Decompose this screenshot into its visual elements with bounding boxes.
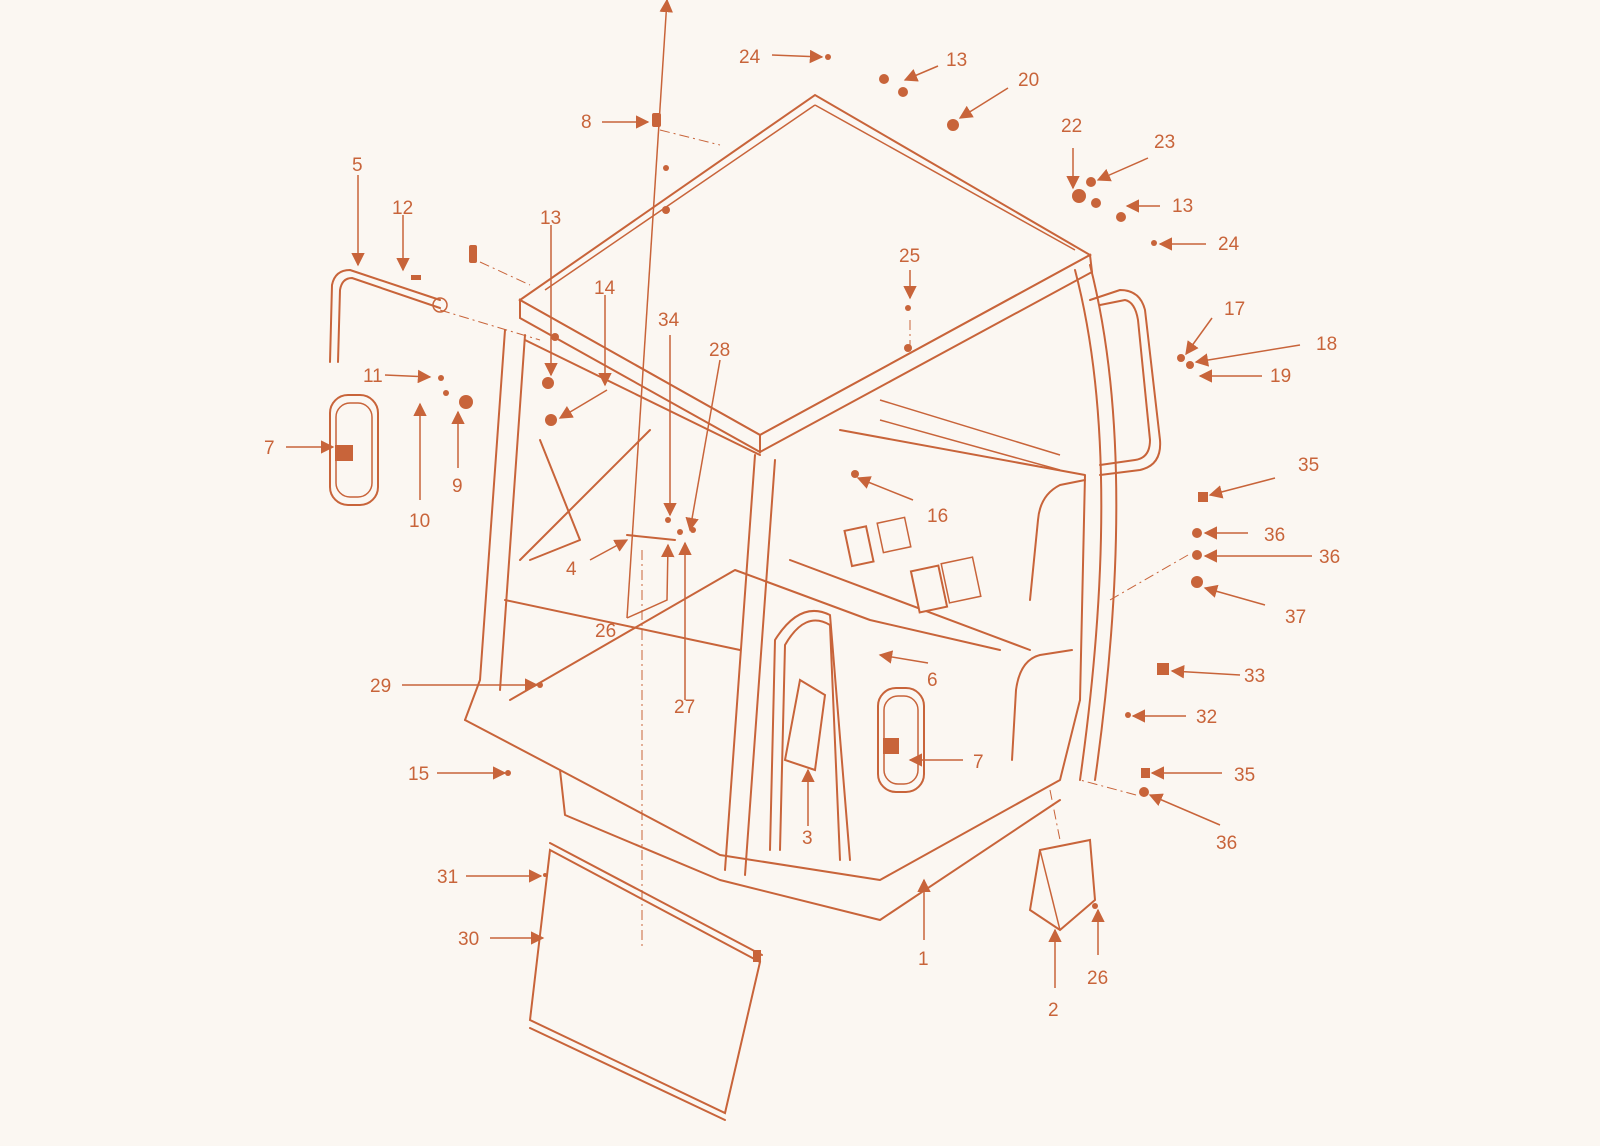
callout-30: 30 [458, 929, 479, 950]
callout-6: 6 [927, 670, 938, 691]
callout-3: 3 [802, 828, 813, 849]
callout-13: 13 [946, 50, 967, 71]
callout-26: 26 [1087, 968, 1108, 989]
callout-16: 16 [927, 506, 948, 527]
callout-29: 29 [370, 676, 391, 697]
step-bracket [1028, 838, 1097, 932]
callout-14: 14 [594, 278, 616, 299]
rear-handrail [1011, 289, 1162, 761]
callout-31: 31 [437, 867, 458, 888]
mirror-right [877, 687, 925, 793]
callout-27: 27 [674, 697, 695, 718]
callout-36: 36 [1264, 525, 1285, 546]
callout-35: 35 [1298, 455, 1319, 476]
callout-22: 22 [1061, 116, 1082, 137]
centerlines [439, 129, 1189, 950]
windshield-panel [528, 842, 763, 1121]
callout-12: 12 [392, 198, 413, 219]
callout-8: 8 [581, 112, 592, 133]
callout-9: 9 [452, 476, 463, 497]
switch-panels [843, 516, 982, 614]
callout-36: 36 [1216, 833, 1237, 854]
callout-4: 4 [566, 559, 577, 580]
callout-26: 26 [595, 621, 616, 642]
callout-13: 13 [540, 208, 561, 229]
callout-2: 2 [1048, 1000, 1059, 1021]
callout-15: 15 [408, 764, 429, 785]
callout-19: 19 [1270, 366, 1291, 387]
callout-36: 36 [1319, 547, 1340, 568]
callout-32: 32 [1196, 707, 1217, 728]
callout-37: 37 [1285, 607, 1306, 628]
callout-13: 13 [1172, 196, 1193, 217]
callout-11: 11 [363, 366, 383, 387]
callout-35: 35 [1234, 765, 1255, 786]
center-bracket [783, 678, 827, 772]
callout-1: 1 [918, 949, 929, 970]
callout-20: 20 [1018, 70, 1039, 91]
callout-24: 24 [739, 47, 761, 68]
callout-17: 17 [1224, 299, 1245, 320]
callout-33: 33 [1244, 666, 1265, 687]
callout-7: 7 [973, 752, 984, 773]
callout-23: 23 [1154, 132, 1175, 153]
callout-7: 7 [264, 438, 275, 459]
callout-labels: 24 13 20 8 22 23 13 24 5 12 13 25 14 17 … [264, 47, 1340, 1021]
cab-body [464, 264, 1118, 921]
callout-5: 5 [352, 155, 363, 176]
callout-24: 24 [1218, 234, 1240, 255]
roof-panel [518, 93, 1094, 454]
callout-28: 28 [709, 340, 730, 361]
callout-18: 18 [1316, 334, 1337, 355]
callout-10: 10 [409, 511, 430, 532]
mirror-left [329, 394, 379, 506]
callout-34: 34 [658, 310, 680, 331]
mirror-arm [329, 269, 448, 363]
leader-arrows [286, 0, 1312, 988]
callout-25: 25 [899, 246, 920, 267]
